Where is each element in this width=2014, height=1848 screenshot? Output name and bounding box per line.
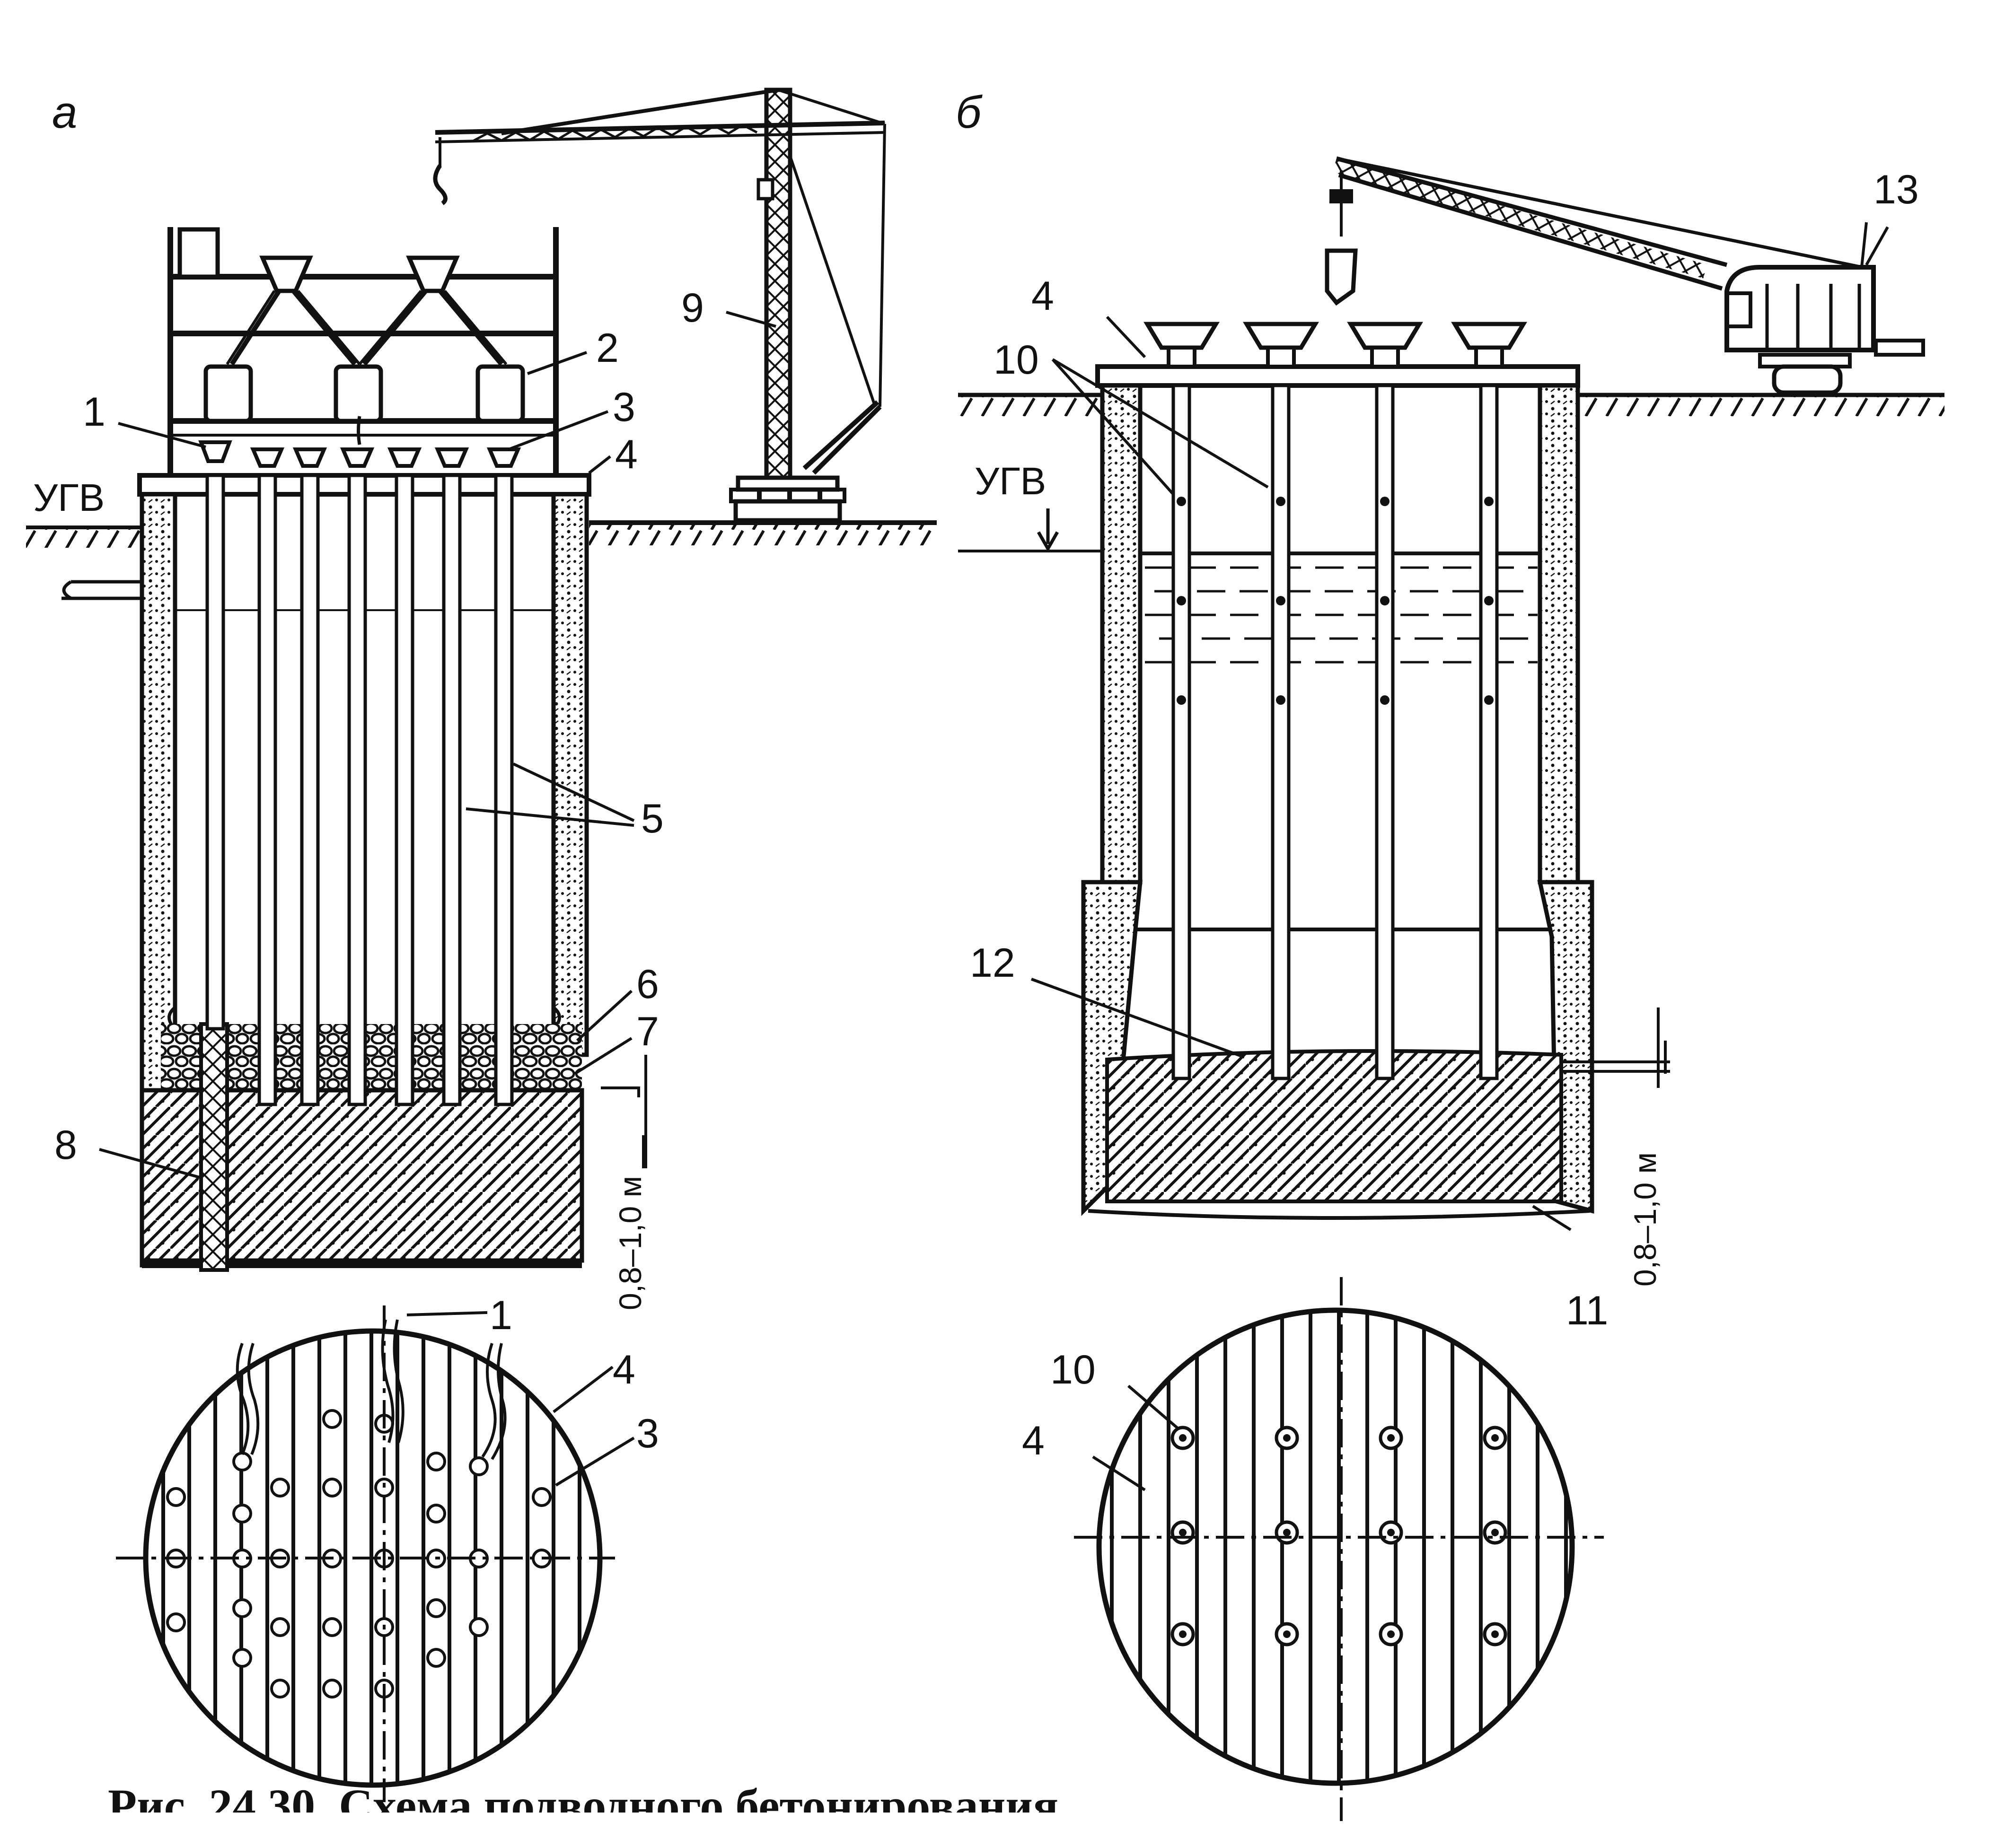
- panel-b-plan-view: [1074, 1277, 1604, 1821]
- callout-a-3: 3: [613, 385, 635, 430]
- plan-a-callout-3: 3: [636, 1411, 659, 1456]
- panel-b-ground: [958, 393, 1944, 552]
- plan-b-callout-4: 4: [1022, 1418, 1045, 1463]
- panel-b-leaders: [1030, 226, 1889, 1231]
- panel-b-crawler-crane: [1325, 156, 1925, 395]
- callout-a-1: 1: [83, 389, 106, 435]
- callout-b-10: 10: [994, 337, 1039, 383]
- plan-a-callout-1: 1: [490, 1293, 512, 1338]
- panel-a-leaders: [99, 311, 776, 1179]
- callout-a-8: 8: [54, 1122, 77, 1168]
- callout-b-4: 4: [1031, 273, 1054, 319]
- panel-a-tremie-pipes: [205, 473, 514, 1106]
- callout-a-7: 7: [636, 1009, 659, 1054]
- panel-a-tower-crane: [433, 88, 886, 523]
- callout-a-4: 4: [615, 432, 638, 477]
- panel-a-water-level-label: УГВ: [33, 476, 105, 519]
- callout-b-11: 11: [1566, 1288, 1608, 1333]
- panel-b-tremie-pipes: [1143, 322, 1527, 1080]
- panel-b: б УГВ: [956, 87, 1944, 1821]
- panel-a: а УГВ: [26, 87, 937, 1802]
- panel-a-hopper-scaffold: [167, 227, 559, 475]
- panel-b-caisson: [1081, 364, 1594, 1220]
- panel-a-dimension-label: 0,8–1,0 м: [613, 1176, 648, 1310]
- callout-a-9: 9: [681, 285, 704, 331]
- plan-a-callout-4: 4: [613, 1347, 635, 1393]
- callout-a-2: 2: [596, 325, 619, 371]
- figure-caption: Рис. 24.30. Схема подводного бетонирован…: [108, 1779, 1059, 1832]
- panel-b-letter: б: [956, 87, 983, 138]
- panel-a-plan-view: [116, 1305, 635, 1802]
- callout-a-6: 6: [636, 962, 659, 1007]
- callout-b-12: 12: [970, 940, 1015, 986]
- panel-b-dimension-label: 0,8–1,0 м: [1627, 1152, 1662, 1287]
- callout-b-13: 13: [1873, 167, 1919, 212]
- panel-b-water-level-label: УГВ: [975, 460, 1046, 503]
- callout-a-5: 5: [641, 796, 664, 841]
- panel-a-letter: а: [52, 87, 77, 138]
- plan-b-callout-10: 10: [1050, 1347, 1096, 1393]
